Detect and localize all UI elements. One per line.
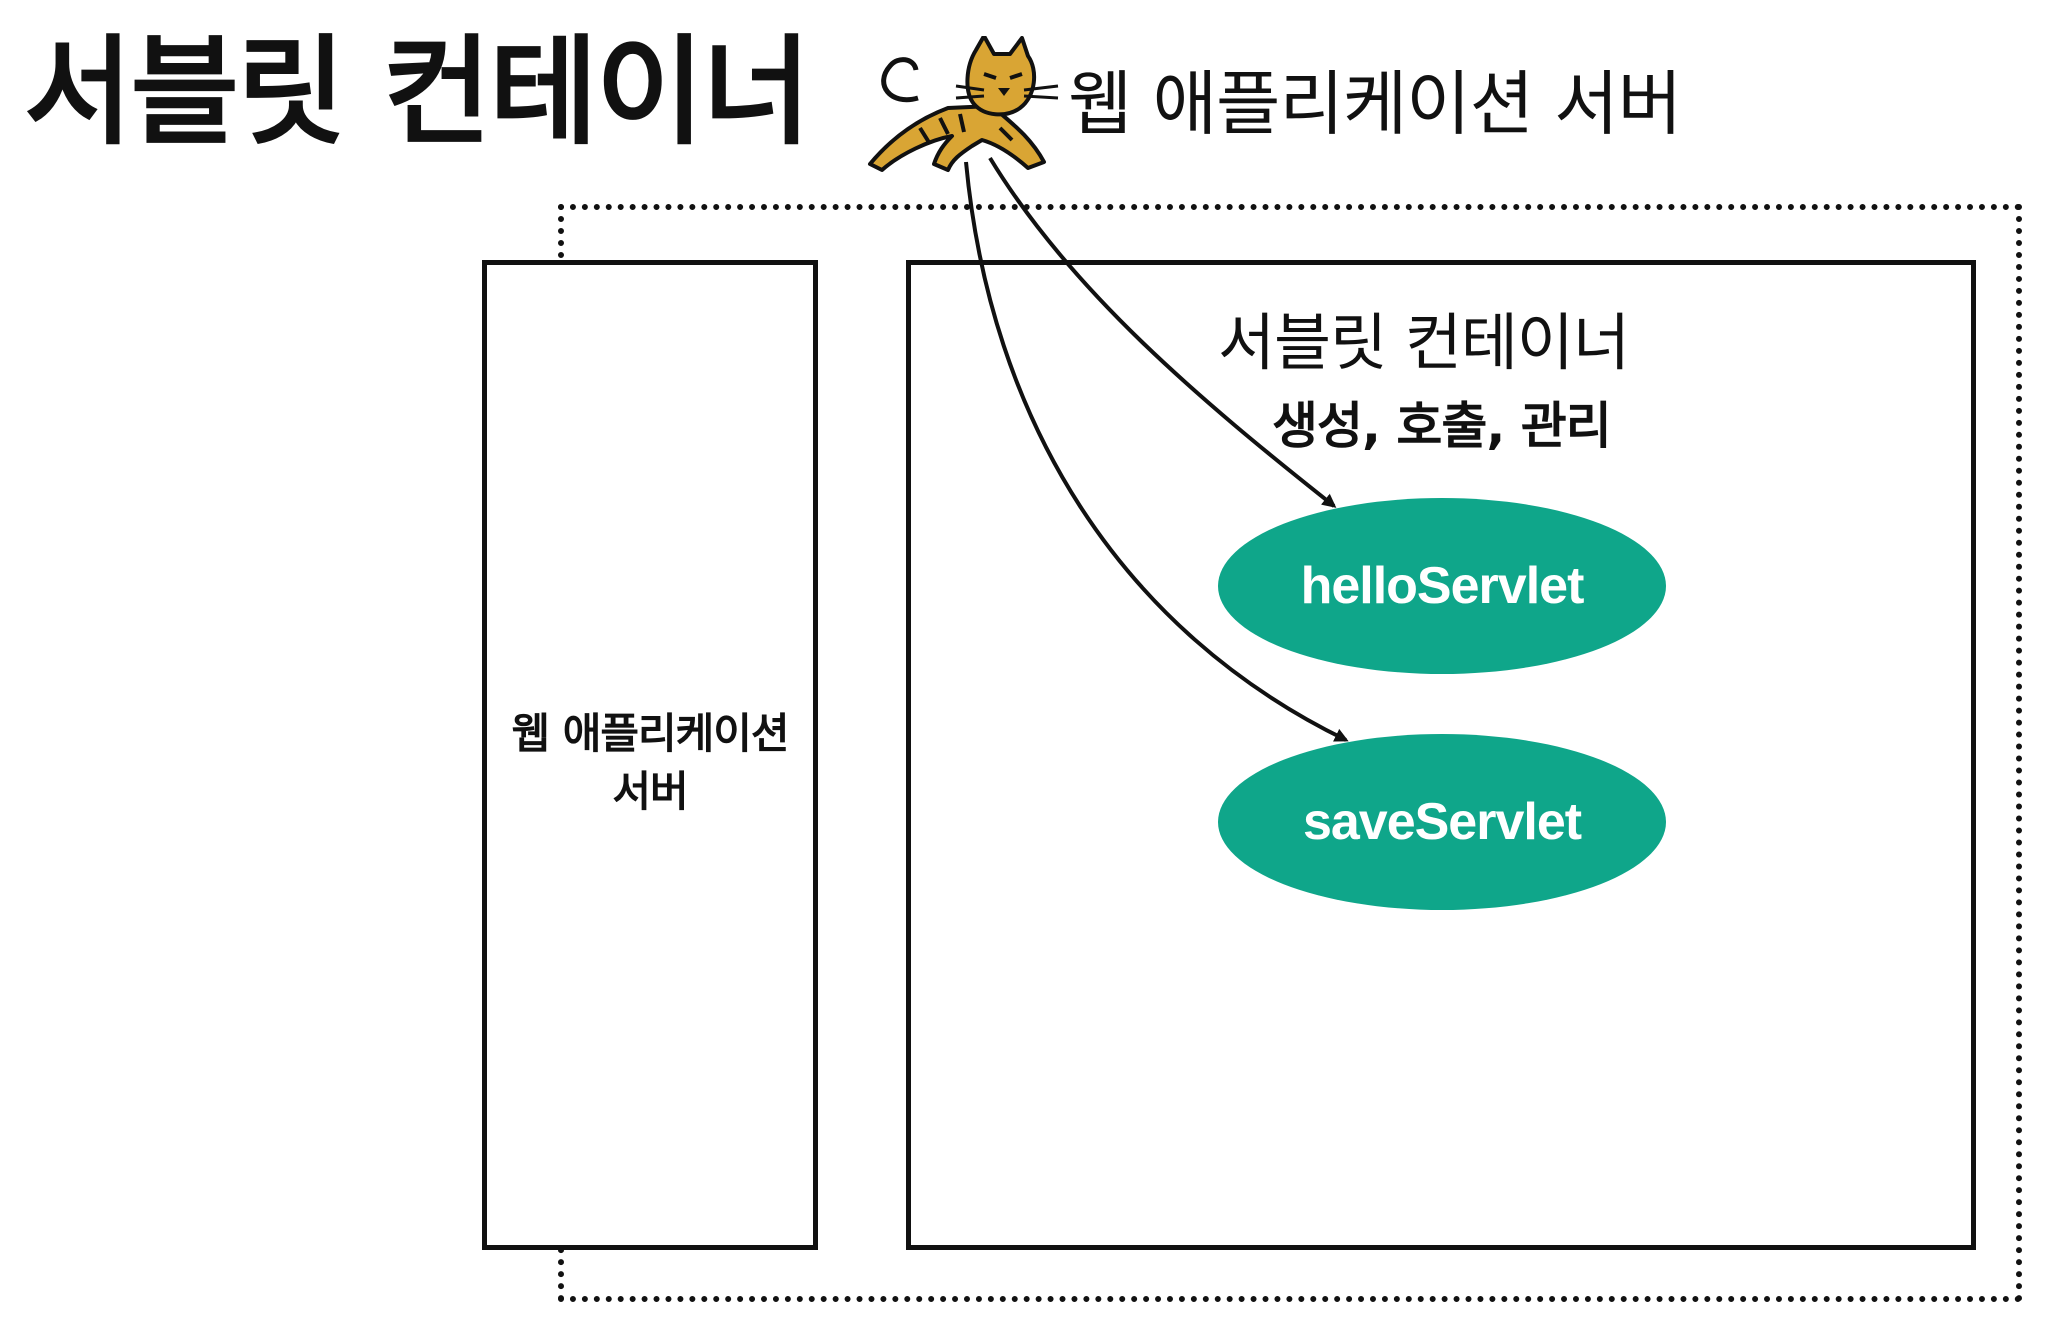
- cat-stripe: [918, 126, 932, 146]
- was-box-label-line1: 웹 애플리케이션: [511, 709, 789, 758]
- cat-whisker: [955, 84, 1059, 100]
- web-application-server-box: 웹 애플리케이션 서버: [482, 260, 818, 1250]
- was-box-label: 웹 애플리케이션 서버: [487, 705, 813, 821]
- hello-servlet-label: helloServlet: [1300, 557, 1585, 615]
- hello-servlet-node: helloServlet: [1218, 498, 1666, 674]
- cat-eye: [1009, 72, 1023, 80]
- save-servlet-node: saveServlet: [1218, 734, 1666, 910]
- cat-stripe: [998, 126, 1014, 142]
- save-servlet-label: saveServlet: [1302, 793, 1582, 851]
- servlet-container-title: 서블릿 컨테이너: [1218, 306, 1630, 379]
- cat-nose: [998, 88, 1010, 96]
- tomcat-cat-icon: [868, 36, 1059, 172]
- cat-head: [965, 36, 1037, 117]
- servlet-container-subtitle: 생성, 호출, 관리: [1272, 397, 1612, 455]
- was-label: 웹 애플리케이션 서버: [1068, 63, 1682, 145]
- cat-eye: [983, 72, 997, 80]
- was-box-label-line2: 서버: [612, 767, 688, 816]
- cat-tail: [881, 57, 919, 103]
- cat-body: [868, 104, 1046, 172]
- cat-stripe: [958, 113, 966, 133]
- page-title: 서블릿 컨테이너: [24, 23, 811, 161]
- cat-stripe: [938, 117, 950, 135]
